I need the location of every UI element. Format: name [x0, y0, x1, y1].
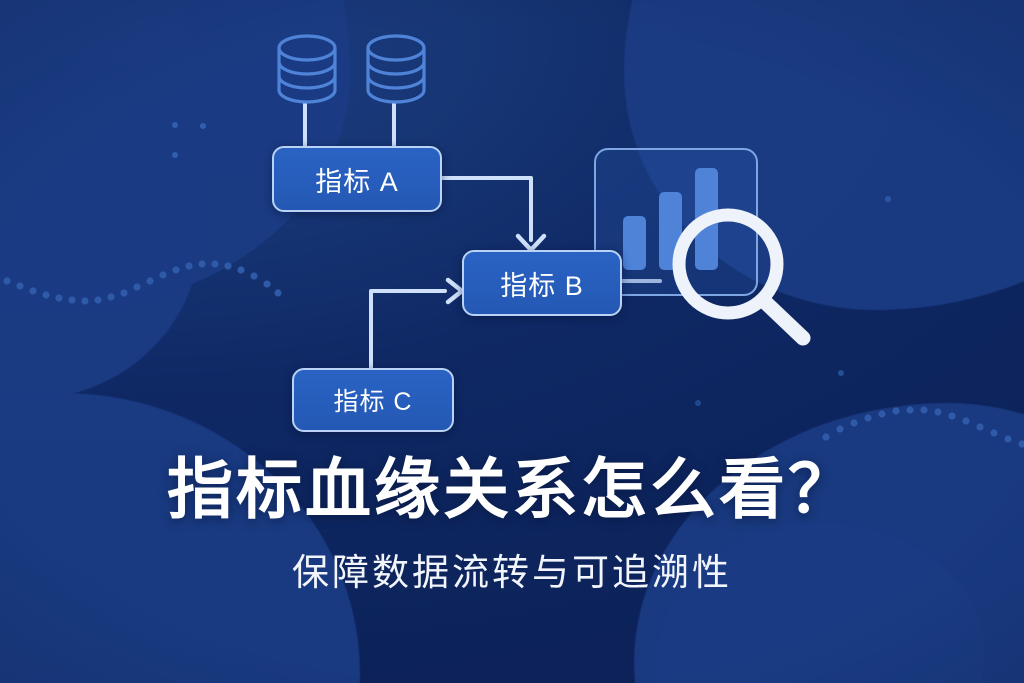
headline-block: 指标血缘关系怎么看？ 保障数据流转与可追溯性	[0, 452, 1024, 596]
decorative-dot	[885, 196, 891, 202]
edge-a-to-b	[436, 176, 533, 242]
decorative-dot	[172, 152, 178, 158]
arrowhead-right-into-b	[445, 277, 465, 305]
node-metric-a[interactable]: 指标 A	[272, 146, 442, 212]
node-metric-c-label: 指标 C	[333, 388, 413, 416]
chart-bar-1	[623, 216, 646, 270]
decorative-dot	[695, 400, 701, 406]
decorative-dotted-wave-left	[3, 260, 282, 305]
node-metric-c[interactable]: 指标 C	[292, 368, 454, 432]
poster-title: 指标血缘关系怎么看？	[167, 452, 857, 526]
database-cylinder-right-icon	[366, 34, 426, 104]
lineage-diagram: 指标 A 指标 B 指标 C	[272, 34, 811, 432]
node-metric-a-label: 指标 A	[315, 166, 399, 197]
node-metric-b-label: 指标 B	[500, 270, 584, 301]
diagram-connectors	[303, 102, 662, 370]
poster-subtitle: 保障数据流转与可追溯性	[292, 552, 732, 594]
decorative-dotted-wave-right	[822, 406, 1024, 448]
magnifier-icon	[672, 208, 811, 346]
decorative-dot	[838, 370, 844, 376]
node-metric-b[interactable]: 指标 B	[462, 250, 622, 316]
edge-c-to-b	[369, 289, 447, 370]
decorative-dot	[200, 123, 206, 129]
database-cylinder-left-icon	[277, 34, 337, 104]
decorative-dot	[172, 122, 178, 128]
